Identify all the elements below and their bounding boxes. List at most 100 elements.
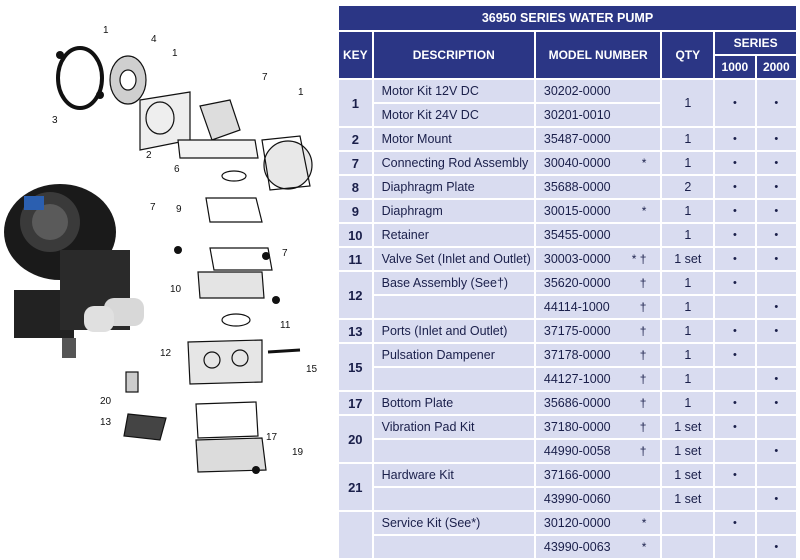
table-row: 13 Ports (Inlet and Outlet) 37175-0000† … — [339, 320, 796, 342]
row-qty: 1 set — [662, 248, 714, 270]
callout-15: 15 — [306, 364, 318, 375]
row-mark: † — [639, 396, 647, 410]
row-key: 2 — [339, 128, 372, 150]
row-mark: * — [641, 204, 647, 218]
callout-6: 6 — [174, 164, 180, 175]
row-description — [373, 440, 534, 462]
row-series-1000: • — [715, 512, 755, 534]
table-row: 11 Valve Set (Inlet and Outlet) 30003-00… — [339, 248, 796, 270]
callout-10: 10 — [170, 284, 182, 295]
row-model-number: 30202-0000 — [543, 84, 611, 98]
table-row: 2 Motor Mount 35487-0000 1 • • — [339, 128, 796, 150]
row-series-2000: • — [756, 536, 796, 558]
row-series-2000: • — [756, 128, 796, 150]
row-series-1000: • — [715, 200, 755, 222]
row-series-1000: • — [715, 248, 755, 270]
table-row: 44114-1000† 1 • — [339, 296, 796, 318]
table-row: 8 Diaphragm Plate 35688-0000 2 • • — [339, 176, 796, 198]
row-description: Ports (Inlet and Outlet) — [373, 320, 534, 342]
row-series-1000: • — [715, 416, 755, 438]
callout-1b: 1 — [298, 87, 304, 98]
row-series-1000: • — [715, 176, 755, 198]
row-key: 8 — [339, 176, 372, 198]
row-series-2000: • — [756, 392, 796, 414]
table-row: 44990-0058† 1 set • — [339, 440, 796, 462]
row-model-number: 35688-0000 — [543, 180, 611, 194]
callout-19: 19 — [292, 447, 304, 458]
row-qty: 1 — [662, 224, 714, 246]
row-qty: 1 — [662, 152, 714, 174]
row-model-number: 35620-0000 — [543, 276, 611, 290]
row-model-number: 44990-0058 — [543, 444, 611, 458]
row-model-number: 35487-0000 — [543, 132, 611, 146]
table-row: 43990-0063* • — [339, 536, 796, 558]
row-qty: 1 — [662, 296, 714, 318]
row-series-2000 — [756, 344, 796, 366]
table-row: 17 Bottom Plate 35686-0000† 1 • • — [339, 392, 796, 414]
row-qty: 1 — [662, 272, 714, 294]
row-model-number: 37175-0000 — [543, 324, 611, 338]
table-title: 36950 SERIES WATER PUMP — [339, 6, 796, 30]
table-row: 1 Motor Kit 12V DC 30202-0000 1 • • — [339, 80, 796, 126]
row-key: 9 — [339, 200, 372, 222]
row-key: 21 — [339, 464, 372, 510]
callout-11: 11 — [280, 320, 291, 331]
row-key: 15 — [339, 344, 372, 390]
row-key: 12 — [339, 272, 372, 318]
header-qty: QTY — [662, 32, 714, 78]
row-description — [373, 368, 534, 390]
table-row: 15 Pulsation Dampener 37178-0000† 1 • — [339, 344, 796, 390]
row-description: Motor Mount — [373, 128, 534, 150]
pump-photo — [4, 184, 144, 358]
row-description: Hardware Kit — [373, 464, 534, 486]
row-mark: † — [639, 372, 647, 386]
callout-3: 3 — [52, 115, 58, 126]
row-series-1000 — [715, 440, 755, 462]
row-series-1000: • — [715, 320, 755, 342]
callout-7a: 7 — [262, 72, 268, 83]
table-row: 20 Vibration Pad Kit 37180-0000† 1 set • — [339, 416, 796, 462]
row-qty: 1 — [662, 80, 714, 126]
header-series-1000: 1000 — [715, 56, 755, 78]
row-qty: 1 set — [662, 488, 714, 510]
table-row: 10 Retainer 35455-0000 1 • • — [339, 224, 796, 246]
row-mark: † — [639, 444, 647, 458]
row-qty: 1 — [662, 344, 714, 366]
header-series: SERIES — [715, 32, 796, 54]
callout-7b: 7 — [282, 248, 288, 259]
row-series-1000: • — [715, 224, 755, 246]
table-row: Motor Kit 24V DC 30201-0010 — [339, 104, 796, 126]
table-row: Service Kit (See*) 30120-0000* • — [339, 512, 796, 558]
row-series-2000: • — [756, 488, 796, 510]
row-key: 20 — [339, 416, 372, 462]
table-row: 43990-0060 1 set • — [339, 488, 796, 510]
row-description: Diaphragm — [373, 200, 534, 222]
row-model-number: 35686-0000 — [543, 396, 611, 410]
row-series-1000: • — [715, 128, 755, 150]
row-series-1000: • — [715, 344, 755, 366]
row-model-number: 37166-0000 — [543, 468, 611, 482]
row-series-2000: • — [756, 368, 796, 390]
row-description: Service Kit (See*) — [373, 512, 534, 534]
row-series-1000: • — [715, 464, 755, 486]
row-qty: 1 — [662, 320, 714, 342]
row-key: 7 — [339, 152, 372, 174]
header-description: DESCRIPTION — [373, 32, 534, 78]
row-mark: † — [639, 420, 647, 434]
row-key: 11 — [339, 248, 372, 270]
header-key: KEY — [339, 32, 372, 78]
row-key: 13 — [339, 320, 372, 342]
row-qty: 1 — [662, 200, 714, 222]
row-series-1000 — [715, 488, 755, 510]
row-series-2000: • — [756, 248, 796, 270]
row-series-1000 — [715, 296, 755, 318]
row-model-number: 30120-0000 — [543, 516, 611, 530]
row-description: Diaphragm Plate — [373, 176, 534, 198]
row-mark: * † — [631, 252, 647, 266]
callout-20: 20 — [100, 396, 112, 407]
row-description — [373, 296, 534, 318]
row-qty — [662, 512, 714, 534]
exploded-pump-diagram: 1 4 1 3 7 1 2 6 7 9 7 10 11 12 15 20 13 … — [0, 0, 336, 557]
row-key: 10 — [339, 224, 372, 246]
table-row: 44127-1000† 1 • — [339, 368, 796, 390]
